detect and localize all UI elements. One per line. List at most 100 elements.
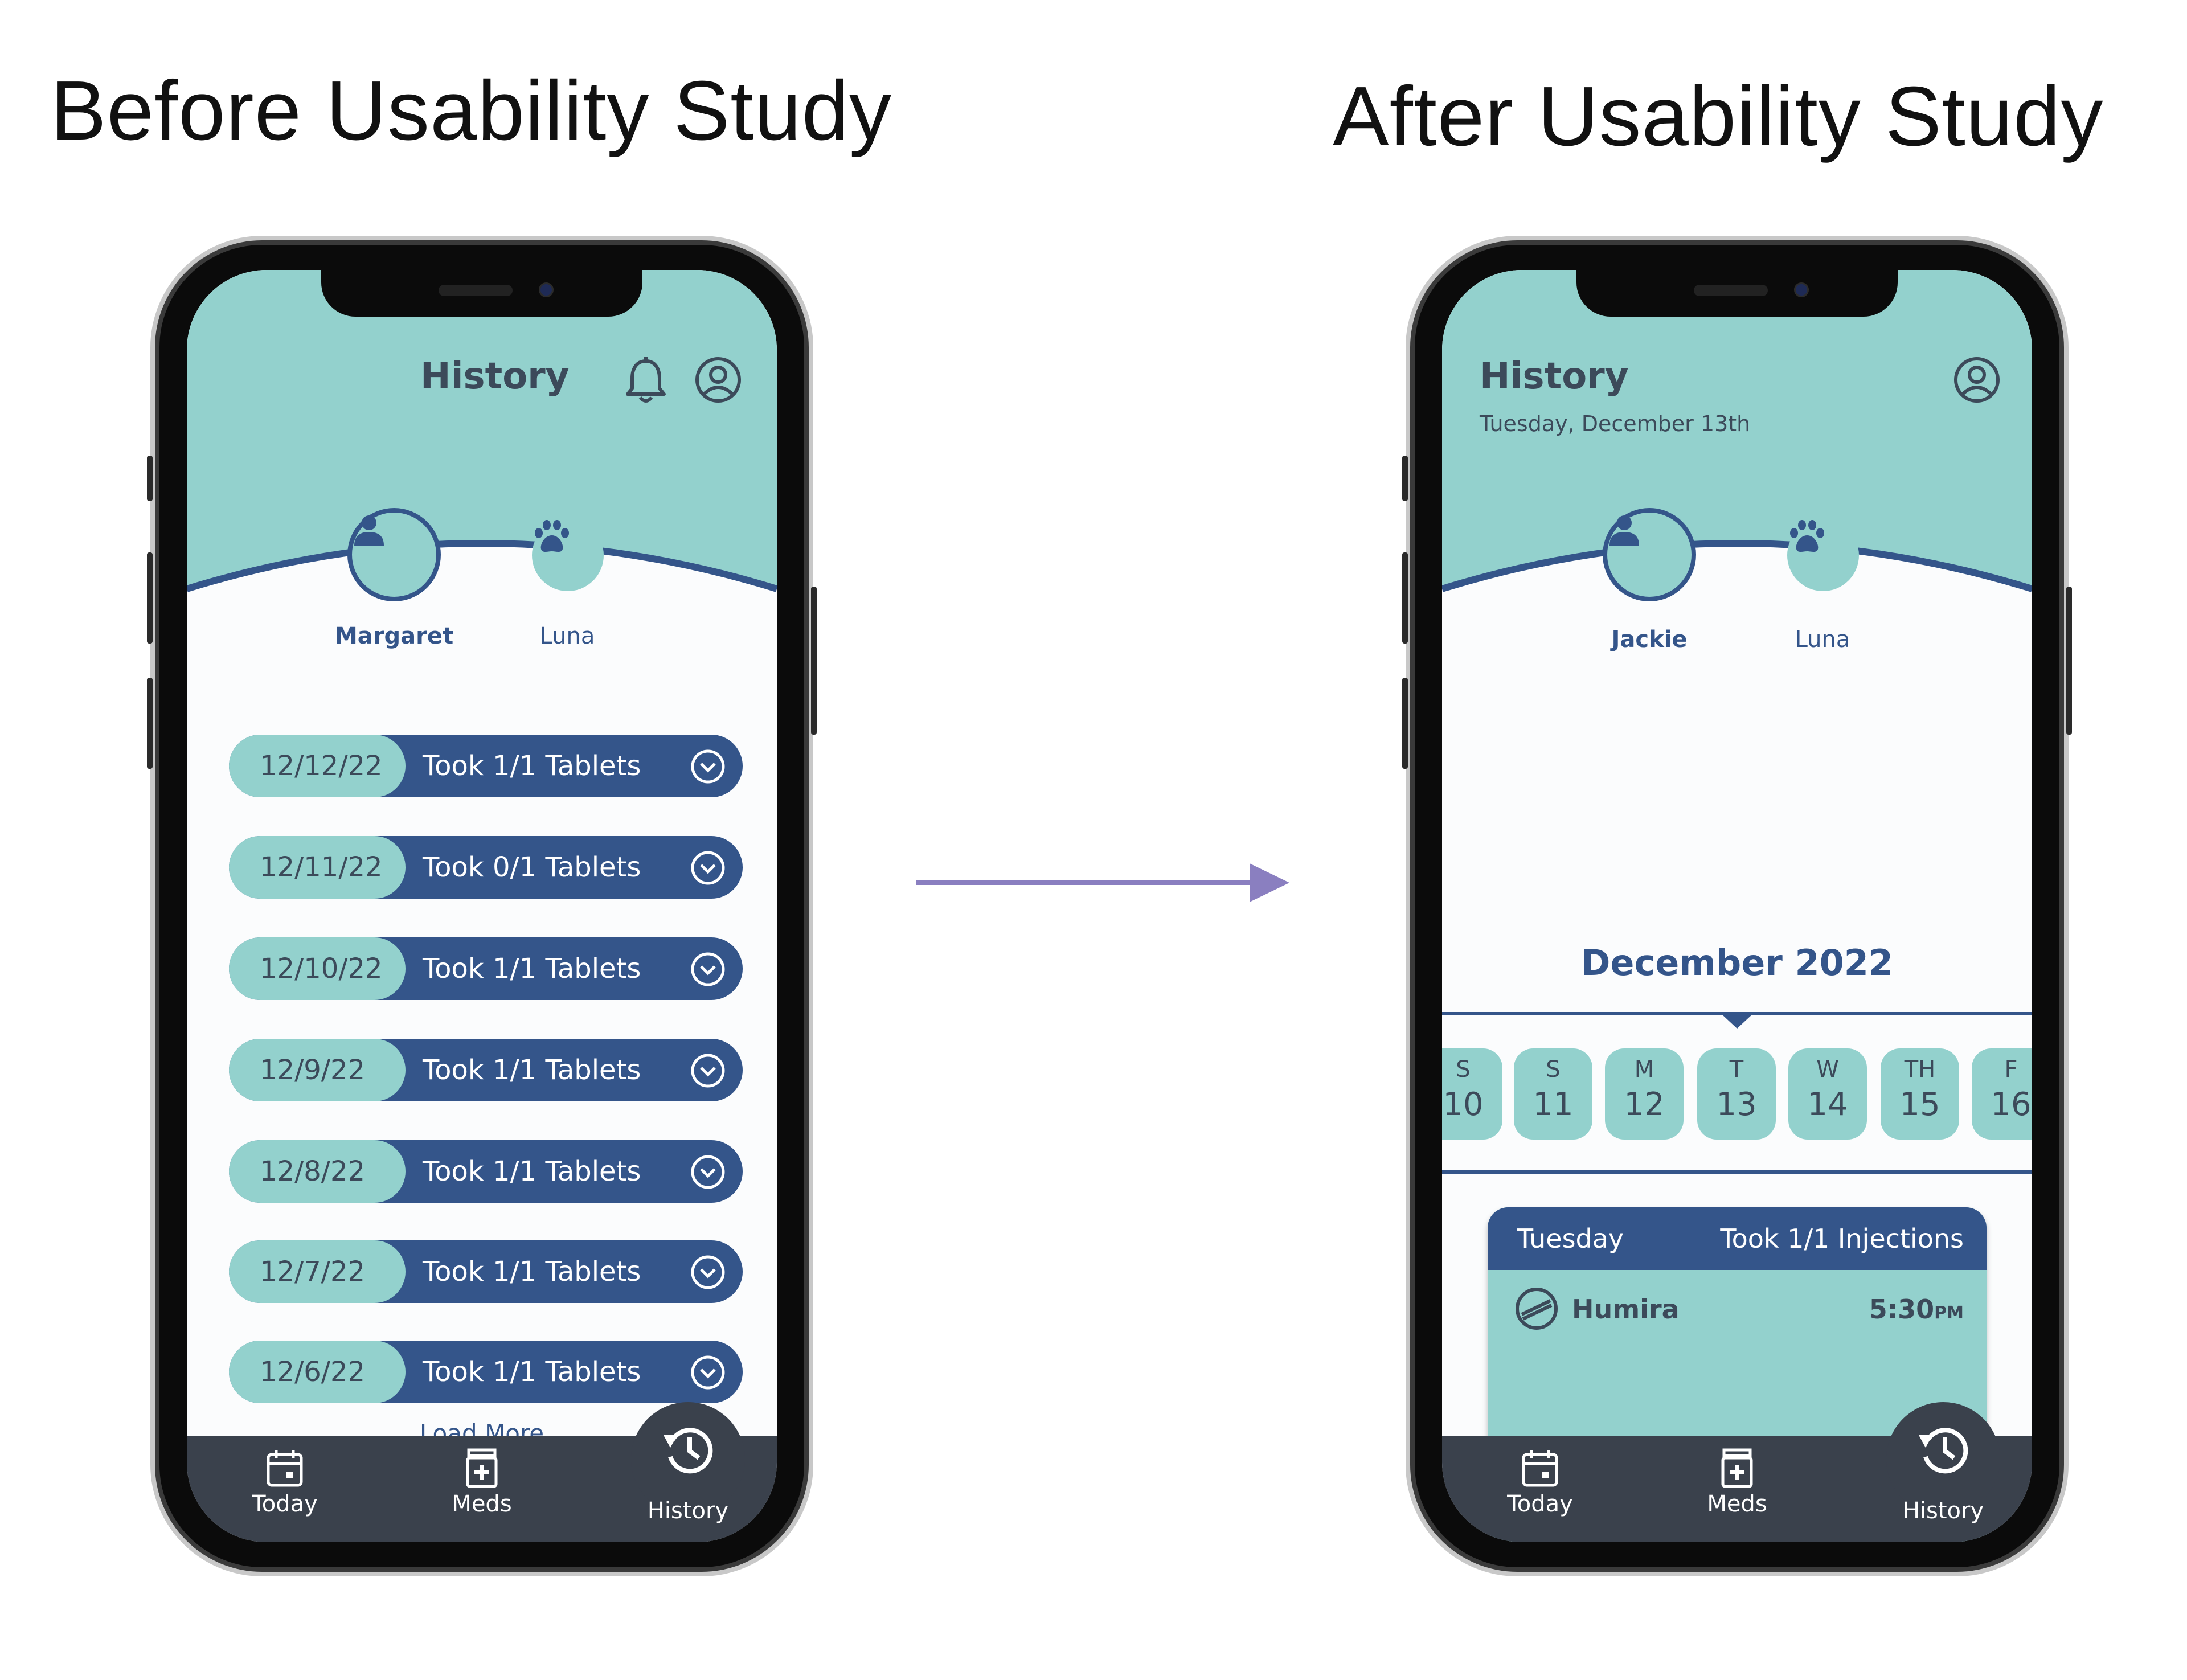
profile-avatar-luna[interactable] [1787,519,1859,591]
paw-icon [1790,520,1824,552]
day-chip[interactable]: F 16 [1972,1048,2032,1140]
header: History Tuesday, December 13th [1442,270,2032,669]
week-strip-frame [1442,1012,2032,1174]
med-bottle-icon [466,1448,498,1488]
chevron-down-icon[interactable] [690,1355,726,1390]
history-row[interactable]: 12/12/22 Took 1/1 Tablets [229,735,743,797]
history-status: Took 1/1 Tablets [423,750,641,782]
history-date: 12/6/22 [229,1341,406,1403]
header: History [187,270,777,669]
day-chip[interactable]: TH 15 [1881,1048,1959,1140]
person-icon [1609,515,1639,546]
history-row[interactable]: 12/7/22 Took 1/1 Tablets [229,1240,743,1303]
day-number: 10 [1443,1086,1484,1123]
nav-label: History [1902,1498,1984,1524]
day-number: 11 [1533,1086,1574,1123]
phone-after: History Tuesday, December 13th [1402,245,2072,1567]
nav-meds[interactable]: Meds [413,1448,550,1517]
history-row[interactable]: 12/9/22 Took 1/1 Tablets [229,1039,743,1101]
chevron-down-icon[interactable] [690,1154,726,1190]
page-title: History [420,355,570,398]
paw-icon [535,520,569,552]
history-status: Took 0/1 Tablets [423,851,641,883]
profile-avatar-margaret[interactable] [347,508,441,601]
history-icon [1919,1428,1968,1474]
history-row[interactable]: 12/10/22 Took 1/1 Tablets [229,937,743,1000]
history-status: Took 1/1 Tablets [423,1256,641,1288]
nav-history[interactable]: History [620,1498,756,1524]
transition-arrow [916,863,1289,902]
nav-label: History [647,1498,729,1524]
history-icon [664,1428,713,1474]
phone-before: History [147,245,817,1567]
med-time: 5:30PM [1869,1294,1964,1325]
history-status: Took 1/1 Tablets [423,953,641,985]
day-letter: S [1456,1056,1471,1083]
history-date: 12/7/22 [229,1240,406,1303]
day-chip[interactable]: M 12 [1605,1048,1684,1140]
nav-today[interactable]: Today [216,1448,353,1517]
history-fab[interactable] [1886,1402,2000,1516]
med-time-value: 5:30 [1869,1294,1935,1325]
med-name: Humira [1572,1294,1680,1325]
day-letter: F [2004,1056,2018,1083]
med-bottle-icon [1721,1448,1753,1488]
dose-card-header: Tuesday Took 1/1 Injections [1488,1207,1987,1270]
day-letter: M [1634,1056,1654,1083]
profile-avatar-luna[interactable] [532,519,604,591]
day-letter: T [1729,1056,1744,1083]
day-number: 12 [1624,1086,1665,1123]
month-title: December 2022 [1580,942,1894,984]
nav-meds[interactable]: Meds [1669,1448,1805,1517]
day-number: 16 [1991,1086,2032,1123]
history-status: Took 1/1 Tablets [423,1155,641,1187]
chevron-down-icon[interactable] [690,1053,726,1088]
current-date: Tuesday, December 13th [1480,411,1751,436]
page-title: History [1480,355,1629,398]
day-chip[interactable]: S 10 [1442,1048,1502,1140]
history-status: Took 1/1 Tablets [423,1054,641,1086]
day-letter: W [1816,1056,1839,1083]
history-date: 12/10/22 [229,937,406,1000]
day-number: 13 [1716,1086,1757,1123]
history-status: Took 1/1 Tablets [423,1356,641,1388]
med-time-suffix: PM [1934,1303,1964,1323]
history-fab[interactable] [631,1402,745,1516]
chevron-down-icon[interactable] [690,1255,726,1290]
nav-label: Today [1507,1491,1573,1517]
day-number: 14 [1807,1086,1848,1123]
profile-name-margaret: Margaret [334,623,454,649]
nav-today[interactable]: Today [1472,1448,1608,1517]
day-letter: TH [1904,1056,1936,1083]
day-number: 15 [1899,1086,1940,1123]
bottom-nav: Today Meds History [187,1402,777,1542]
chevron-down-icon[interactable] [690,749,726,784]
screen-before: History [187,270,777,1542]
history-date: 12/9/22 [229,1039,406,1101]
calendar-icon [267,1450,303,1487]
profile-name-luna: Luna [539,623,595,649]
nav-label: Meds [1707,1491,1767,1517]
chevron-down-icon[interactable] [690,850,726,886]
nav-history[interactable]: History [1875,1498,2012,1524]
calendar-icon [1522,1450,1558,1487]
history-date: 12/8/22 [229,1140,406,1203]
history-row[interactable]: 12/11/22 Took 0/1 Tablets [229,836,743,899]
history-row[interactable]: 12/6/22 Took 1/1 Tablets [229,1341,743,1403]
bottom-nav: Today Meds History [1442,1402,2032,1542]
profile-avatar-jackie[interactable] [1603,508,1696,601]
day-chip[interactable]: S 11 [1514,1048,1592,1140]
history-row[interactable]: 12/8/22 Took 1/1 Tablets [229,1140,743,1203]
pill-icon [1516,1288,1558,1330]
day-chip[interactable]: W 14 [1788,1048,1867,1140]
dose-card-summary: Took 1/1 Injections [1720,1223,1964,1254]
history-date: 12/11/22 [229,836,406,899]
chevron-down-icon[interactable] [690,952,726,987]
nav-label: Today [252,1491,318,1517]
profile-name-jackie: Jackie [1611,626,1688,653]
dose-card-day: Tuesday [1517,1223,1624,1254]
before-heading: Before Usability Study [50,64,892,158]
profile-name-luna: Luna [1795,626,1850,653]
day-letter: S [1546,1056,1561,1083]
day-chip-selected[interactable]: T 13 [1697,1048,1776,1140]
